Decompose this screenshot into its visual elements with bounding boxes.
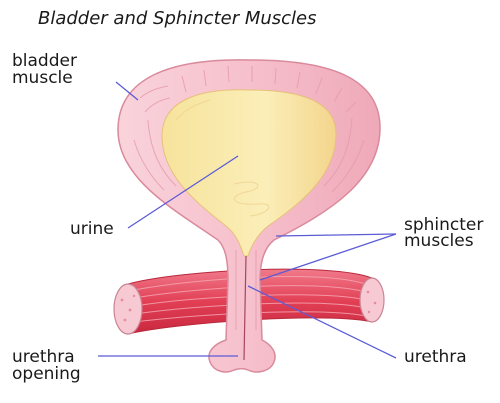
urethra-lumen (243, 255, 247, 361)
label-urethra-opening: urethra opening (12, 347, 81, 384)
leader-lines (98, 81, 397, 359)
label-bladder-muscle-line2: muscle (12, 68, 73, 88)
label-sphincter-muscles: sphincter muscles (404, 215, 489, 251)
muscle-end-left (113, 283, 143, 335)
label-urethra: urethra (404, 347, 467, 367)
label-bladder-muscle: bladder muscle (12, 51, 82, 88)
label-sphincter-line2: muscles (404, 231, 474, 251)
urine-fill (161, 89, 337, 257)
diagram-title: Bladder and Sphincter Muscles (38, 8, 317, 29)
label-urethra-opening-line1: urethra (12, 347, 75, 367)
muscle-end-right (359, 277, 385, 323)
leader-sphincter-1 (275, 233, 397, 237)
label-bladder-muscle-line1: bladder (12, 51, 77, 71)
leader-bladder-muscle (115, 81, 139, 101)
label-sphincter-line1: sphincter (404, 215, 483, 235)
leader-urine (127, 155, 239, 229)
bladder (117, 59, 381, 373)
leader-urethra (247, 285, 397, 359)
label-urethra-opening-line2: opening (12, 364, 81, 384)
label-urine: urine (70, 219, 114, 239)
leader-sphincter-2 (259, 233, 397, 281)
